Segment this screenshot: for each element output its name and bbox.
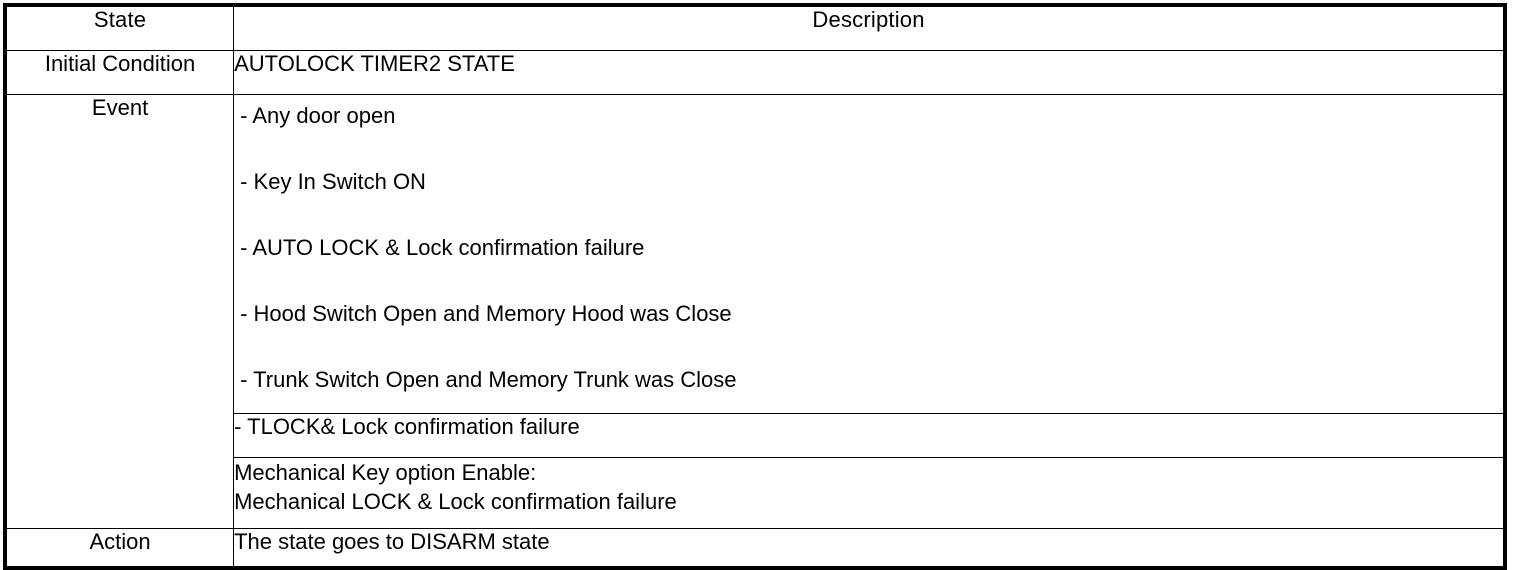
state-description-table: State Description Initial Condition AUTO… xyxy=(3,3,1507,570)
mechanical-line-1: Mechanical Key option Enable: xyxy=(234,459,537,485)
row-label-action: Action xyxy=(4,527,235,569)
table-header-row: State Description xyxy=(4,4,1506,51)
list-item: - AUTO LOCK & Lock confirmation failure xyxy=(240,234,645,260)
mechanical-line-2: Mechanical LOCK & Lock confirmation fail… xyxy=(234,488,677,514)
table-row-event-mechanical: Mechanical Key option Enable: Mechanical… xyxy=(5,456,1506,529)
row-value-initial-condition: AUTOLOCK TIMER2 STATE xyxy=(233,49,1506,95)
list-item: - Any door open xyxy=(240,102,396,128)
list-item: - Trunk Switch Open and Memory Trunk was… xyxy=(240,366,737,392)
row-value-action: The state goes to DISARM state xyxy=(233,527,1506,569)
table-row-event-sub: - TLOCK& Lock confirmation failure xyxy=(5,412,1506,458)
event-sub-item-tlock: - TLOCK& Lock confirmation failure xyxy=(233,412,1506,458)
list-item: - Key In Switch ON xyxy=(240,168,426,194)
column-header-description: Description xyxy=(233,4,1506,51)
column-header-state: State xyxy=(4,4,235,51)
table-row-event-bullets: Event - Any door open - Key In Switch ON… xyxy=(4,93,1506,529)
event-bullet-list: - Any door open - Key In Switch ON - AUT… xyxy=(234,95,1503,413)
table-row-action: Action The state goes to DISARM state xyxy=(4,527,1506,569)
event-mechanical-cell: Mechanical Key option Enable: Mechanical… xyxy=(233,456,1506,529)
row-label-event: Event xyxy=(4,93,235,529)
event-bullet-list-cell: - Any door open - Key In Switch ON - AUT… xyxy=(233,93,1506,414)
row-label-initial-condition: Initial Condition xyxy=(4,49,235,95)
table-row-initial-condition: Initial Condition AUTOLOCK TIMER2 STATE xyxy=(4,49,1506,95)
list-item: - Hood Switch Open and Memory Hood was C… xyxy=(240,300,732,326)
